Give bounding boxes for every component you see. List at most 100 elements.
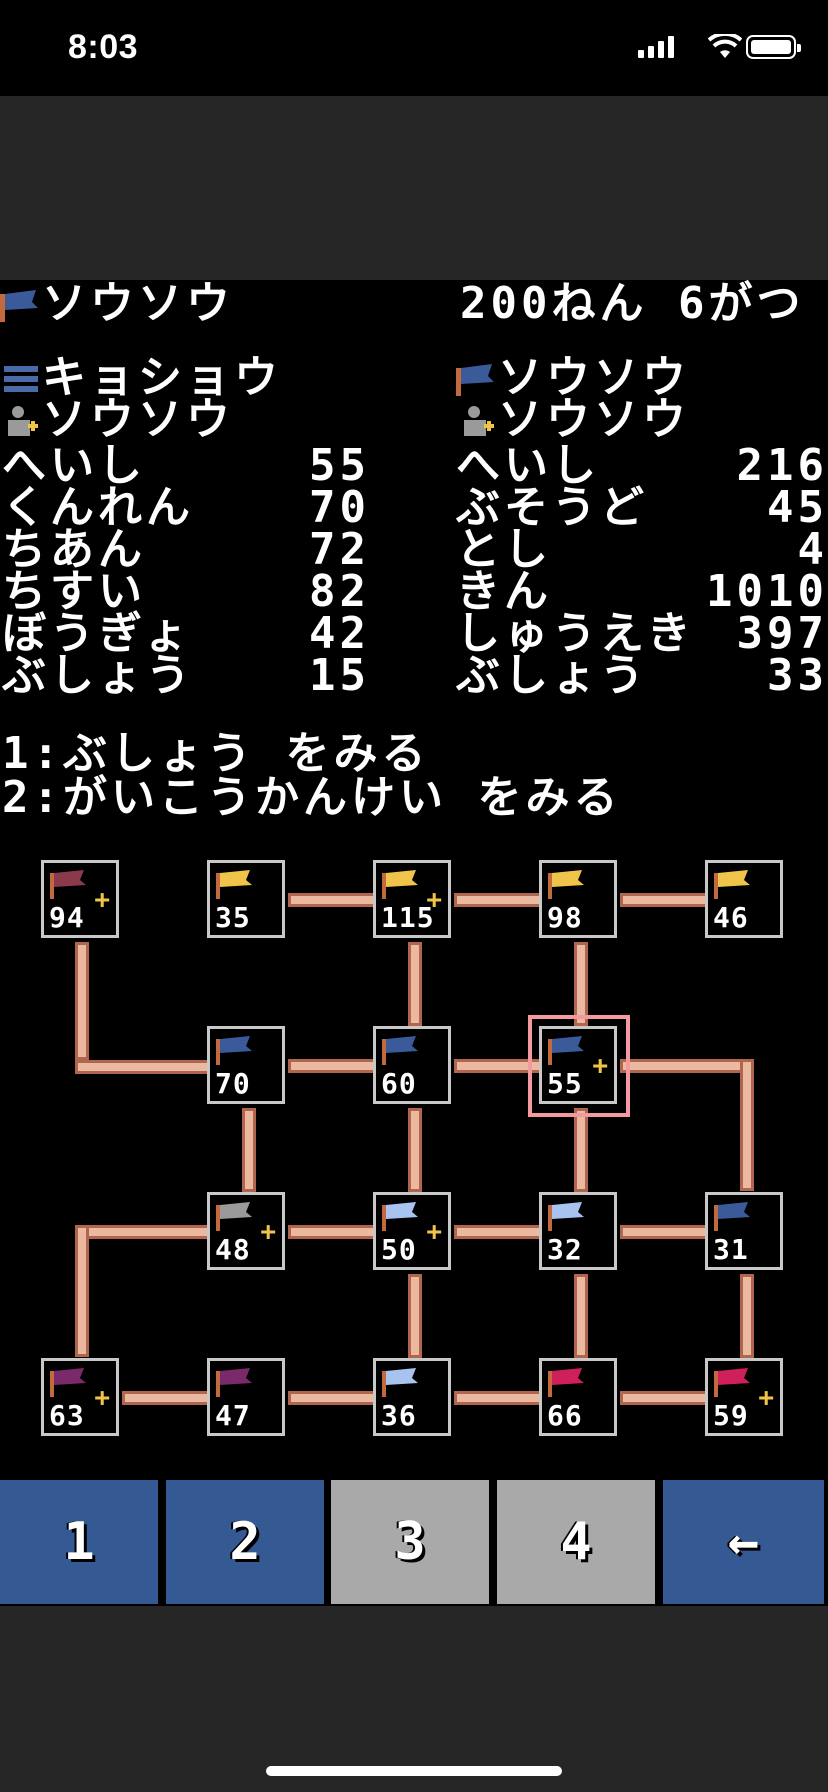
faction-flag-icon [382, 1202, 418, 1231]
road [75, 942, 89, 1060]
province-tile[interactable]: 47 [207, 1358, 285, 1436]
faction-flag-icon [548, 870, 584, 899]
tile-troop-count: 55 [547, 1067, 583, 1100]
back-button[interactable]: ← [663, 1480, 824, 1604]
game-screen[interactable]: ソウソウ 200ねん 6がつ キョショウ ソウソウ ソウソウ ソウソウ へいし … [0, 280, 828, 1480]
stat-label: ぶそうど [456, 482, 648, 533]
supply-plus-icon: + [592, 1051, 608, 1081]
stat-value: 1010 [706, 566, 828, 617]
tile-troop-count: 63 [49, 1399, 85, 1432]
supply-plus-icon: + [426, 1217, 442, 1247]
road [288, 1059, 376, 1073]
stat-value: 397 [736, 608, 828, 659]
tile-troop-count: 36 [381, 1399, 417, 1432]
stat-label: へいし [456, 440, 600, 491]
letterbox-bottom [0, 1606, 828, 1792]
status-time: 8:03 [68, 28, 139, 66]
province-tile[interactable]: +94 [41, 860, 119, 938]
key-4-button[interactable]: 4 [497, 1480, 655, 1604]
road [288, 1391, 376, 1405]
selection-cursor [528, 1015, 630, 1117]
stat-value: 15 [309, 650, 370, 701]
faction-flag-icon [714, 1368, 750, 1397]
menu-option-view-officers[interactable]: 1:ぶしょう をみる [2, 728, 430, 779]
home-indicator[interactable] [266, 1766, 562, 1776]
tile-troop-count: 98 [547, 901, 583, 934]
status-icons [616, 34, 801, 64]
faction-flag-icon [216, 1368, 252, 1397]
stat-label: へいし [2, 440, 146, 491]
province-tile[interactable]: 66 [539, 1358, 617, 1436]
province-tile[interactable]: 46 [705, 860, 783, 938]
menu-option-view-diplomacy[interactable]: 2:がいこうかんけい をみる [2, 772, 622, 823]
road [740, 1274, 754, 1358]
province-tile[interactable]: +55 [539, 1026, 617, 1104]
faction-flag-icon [714, 870, 750, 899]
tile-troop-count: 32 [547, 1233, 583, 1266]
province-tile[interactable]: +63 [41, 1358, 119, 1436]
province-tile[interactable]: 60 [373, 1026, 451, 1104]
faction-flag-icon [50, 1368, 86, 1397]
road [408, 1108, 422, 1192]
tile-troop-count: 35 [215, 901, 251, 934]
stat-value: 42 [309, 608, 370, 659]
supply-plus-icon: + [758, 1383, 774, 1413]
stat-value: 70 [309, 482, 370, 533]
tile-troop-count: 94 [49, 901, 85, 934]
road [454, 1225, 542, 1239]
province-icon [4, 366, 38, 392]
tile-troop-count: 46 [713, 901, 749, 934]
faction-flag-icon [382, 1036, 418, 1065]
province-tile[interactable]: +48 [207, 1192, 285, 1270]
province-tile[interactable]: 32 [539, 1192, 617, 1270]
tile-troop-count: 115 [381, 901, 435, 934]
road [620, 1225, 708, 1239]
stat-label: しゅうえき [456, 608, 695, 659]
stat-label: くんれん [2, 482, 194, 533]
stat-value: 72 [309, 524, 370, 575]
province-tile[interactable]: 98 [539, 860, 617, 938]
supply-plus-icon: + [94, 1383, 110, 1413]
province-tile[interactable]: +115 [373, 860, 451, 938]
stat-value: 45 [767, 482, 828, 533]
stat-label: きん [456, 566, 552, 617]
tile-troop-count: 59 [713, 1399, 749, 1432]
faction-flag-icon [216, 870, 252, 899]
supply-plus-icon: + [94, 885, 110, 915]
province-tile[interactable]: 70 [207, 1026, 285, 1104]
faction-flag-icon [382, 1368, 418, 1397]
supply-plus-icon: + [260, 1217, 276, 1247]
province-tile[interactable]: 31 [705, 1192, 783, 1270]
battery-icon [746, 35, 801, 59]
road [574, 942, 588, 1026]
road [454, 893, 542, 907]
province-tile[interactable]: +59 [705, 1358, 783, 1436]
road [454, 1059, 542, 1073]
province-tile[interactable]: +50 [373, 1192, 451, 1270]
road [408, 942, 422, 1026]
province-tile[interactable]: 35 [207, 860, 285, 938]
faction-flag-icon [216, 1036, 252, 1065]
header-date: 200ねん 6がつ [460, 278, 805, 329]
faction-flag-icon [50, 870, 86, 899]
faction-flag-icon [714, 1202, 750, 1231]
owner-name: ソウソウ [498, 352, 690, 403]
control-bar: 1 2 3 4 ← [0, 1480, 828, 1606]
stat-value: 216 [736, 440, 828, 491]
road [620, 1059, 746, 1073]
road [75, 1060, 210, 1074]
cellular-signal-icon [638, 34, 688, 58]
governor-name: ソウソウ [42, 394, 234, 445]
governor-icon [8, 406, 38, 436]
header-lord: ソウソウ [42, 278, 234, 329]
key-3-button[interactable]: 3 [331, 1480, 489, 1604]
province-tile[interactable]: 36 [373, 1358, 451, 1436]
tile-troop-count: 50 [381, 1233, 417, 1266]
faction-flag-icon [548, 1368, 584, 1397]
tile-troop-count: 60 [381, 1067, 417, 1100]
key-1-button[interactable]: 1 [0, 1480, 158, 1604]
tile-troop-count: 47 [215, 1399, 251, 1432]
wifi-icon [708, 34, 742, 58]
road [288, 893, 376, 907]
key-2-button[interactable]: 2 [166, 1480, 324, 1604]
